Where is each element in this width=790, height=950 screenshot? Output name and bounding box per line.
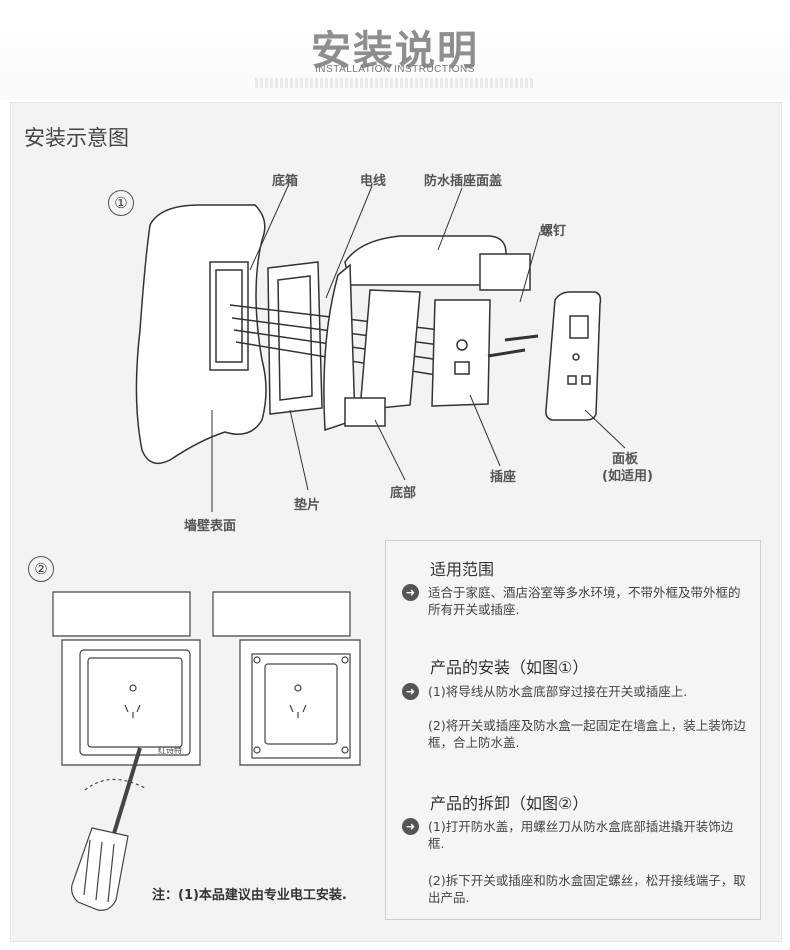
diagram-1-number: ① [108,190,134,216]
label-gasket: 垫片 [294,494,320,513]
arrow-right-icon: ➜ [402,683,419,700]
install-step-1: (1)将导线从防水盒底部穿过接在开关或插座上. [428,683,746,700]
gasket-shape [268,262,322,414]
screwdriver [72,748,145,910]
install-title: 产品的安装（如图①） [430,654,588,678]
scope-text: 适合于家庭、酒店浴室等多水环境，不带外框及带外框的所有开关或插座. [428,584,746,618]
remove-step-2: (2)拆下开关或插座和防水盒固定螺丝，松开接线端子，取出产品. [428,872,746,906]
arrow-right-icon: ➜ [402,584,419,601]
scope-title: 适用范围 [430,556,494,580]
diagram-2-number: ② [28,556,54,582]
brand-label: 红诗特 [158,745,182,756]
socket-shape [432,300,490,406]
install-step-2: (2)将开关或插座及防水盒一起固定在墙盒上，装上装饰边框，合上防水盖. [428,717,746,751]
label-wall-surface: 墙壁表面 [184,515,236,534]
waterproof-box-removed [213,592,360,765]
remove-title: 产品的拆卸（如图②） [430,790,588,814]
waterproof-box-open [53,592,200,765]
arrow-right-icon: ➜ [402,818,419,835]
label-socket: 插座 [490,466,516,485]
remove-step-1: (1)打开防水盖，用螺丝刀从防水盒底部插进撬开装饰边框. [428,818,746,852]
label-cover: 防水插座面盖 [424,170,502,189]
installation-note: 注：(1)本品建议由专业电工安装. [152,884,347,903]
label-screw: 螺钉 [540,220,566,239]
label-base: 底部 [390,482,416,501]
label-back-box: 底箱 [272,170,298,189]
label-panel-note: (如适用) [602,465,653,484]
label-wire: 电线 [360,170,386,189]
base-shape [360,290,420,410]
